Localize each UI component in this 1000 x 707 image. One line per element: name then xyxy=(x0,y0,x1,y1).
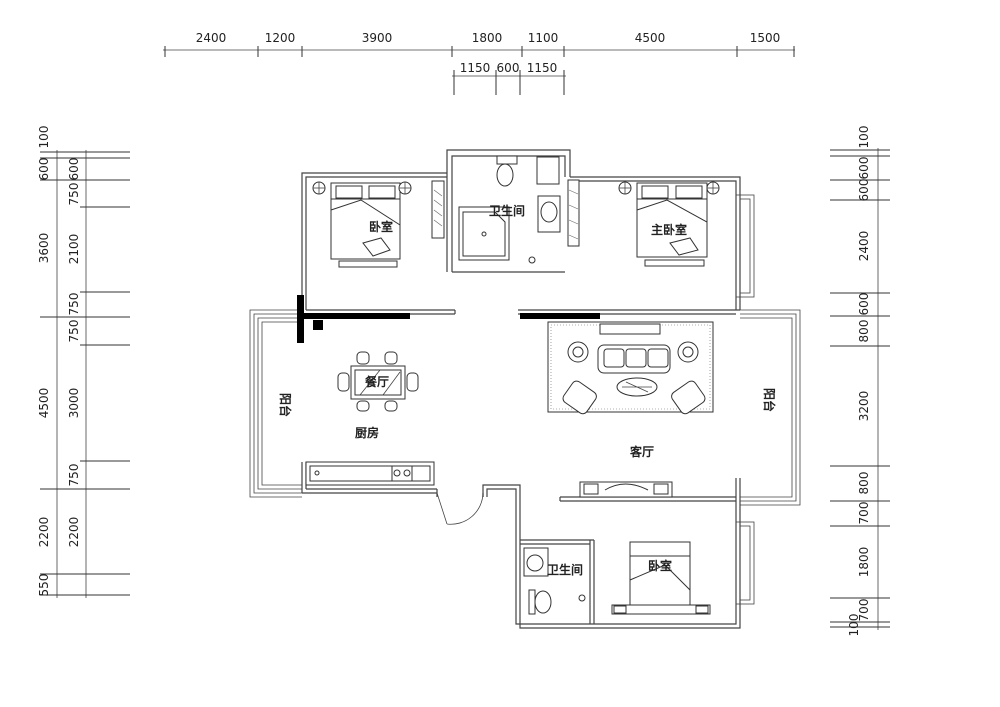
living-room-sofa-set xyxy=(547,321,714,498)
left-dimensions: 100 600 3600 4500 2200 550 600 750 2100 … xyxy=(37,126,130,598)
bathroom-top-furniture xyxy=(458,155,580,264)
dim-top-4500: 4500 xyxy=(635,31,666,45)
dim-top-1800: 1800 xyxy=(472,31,503,45)
dim-right-3200: 3200 xyxy=(857,391,871,422)
bedroom-bottom-furniture xyxy=(611,541,711,615)
dim-left2-600: 600 xyxy=(67,158,81,181)
dim-left-3600: 3600 xyxy=(37,233,51,264)
dim-top-1100: 1100 xyxy=(528,31,559,45)
dim-left2-2100: 2100 xyxy=(67,234,81,265)
dim-right-2400: 2400 xyxy=(857,231,871,262)
dim-left2-750d: 750 xyxy=(67,464,81,487)
dim-right-1800: 1800 xyxy=(857,547,871,578)
dim-top2-600: 600 xyxy=(497,61,520,75)
dim-left-600: 600 xyxy=(37,158,51,181)
dim-top-3900: 3900 xyxy=(362,31,393,45)
dim-left2-750a: 750 xyxy=(67,183,81,206)
top-dimension-row-1: 2400 1200 3900 1800 1100 4500 1500 xyxy=(163,31,795,57)
top-dimension-row-2: 1150 600 1150 xyxy=(452,61,566,95)
dim-top2-1150b: 1150 xyxy=(527,61,558,75)
dim-right-600c: 600 xyxy=(857,293,871,316)
dim-left2-2200: 2200 xyxy=(67,517,81,548)
dim-right-800b: 800 xyxy=(857,472,871,495)
walls xyxy=(249,149,801,629)
room-label-bedroom-bottom: 卧室 xyxy=(648,558,672,573)
room-label-balcony-right: 阳台 xyxy=(762,388,777,412)
room-label-bathroom-bottom: 卫生间 xyxy=(547,562,583,577)
dim-left-4500: 4500 xyxy=(37,388,51,419)
room-label-bedroom-top-left: 卧室 xyxy=(369,219,393,234)
dim-right-100b: 100 xyxy=(847,614,861,637)
dining-table xyxy=(337,351,419,412)
dim-top-2400: 2400 xyxy=(196,31,227,45)
bedroom-top-left-furniture xyxy=(312,180,445,268)
bathroom-bottom-furniture xyxy=(523,547,586,615)
dim-right-600a: 600 xyxy=(857,157,871,180)
dim-right-700b: 700 xyxy=(857,599,871,622)
kitchen-counter xyxy=(305,461,435,486)
room-label-bathroom-top: 卫生间 xyxy=(489,203,525,218)
room-labels: 卧室 卫生间 主卧室 餐厅 阳台 厨房 客厅 阳台 卫生间 卧室 xyxy=(278,203,777,577)
room-label-balcony-left: 阳台 xyxy=(278,393,293,417)
dim-left-100: 100 xyxy=(37,126,51,149)
dim-top2-1150a: 1150 xyxy=(460,61,491,75)
dim-left2-750b: 750 xyxy=(67,293,81,316)
dim-left-2200: 2200 xyxy=(37,517,51,548)
room-label-living: 客厅 xyxy=(629,444,654,459)
dim-left2-3000: 3000 xyxy=(67,388,81,419)
dim-left2-750c: 750 xyxy=(67,320,81,343)
room-label-kitchen: 厨房 xyxy=(355,425,379,440)
right-dimensions: 100 600 600 2400 600 800 3200 800 700 18… xyxy=(830,126,890,637)
dim-right-600b: 600 xyxy=(857,179,871,202)
dim-top-1500: 1500 xyxy=(750,31,781,45)
dim-right-800a: 800 xyxy=(857,320,871,343)
room-label-dining: 餐厅 xyxy=(365,374,389,389)
room-label-master-bedroom: 主卧室 xyxy=(651,222,687,237)
dim-right-700a: 700 xyxy=(857,502,871,525)
dim-right-100a: 100 xyxy=(857,126,871,149)
dim-top-1200: 1200 xyxy=(265,31,296,45)
master-bedroom-furniture xyxy=(618,181,720,267)
dim-left-550: 550 xyxy=(37,574,51,597)
